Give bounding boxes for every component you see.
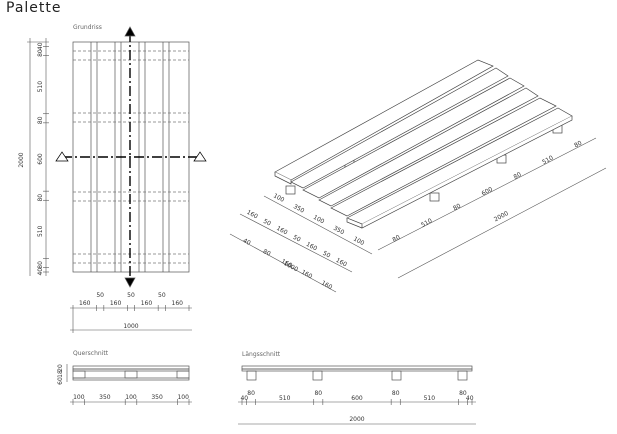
long-bottom-dim: 80	[459, 390, 467, 397]
iso-left-dim: 350	[292, 203, 306, 215]
long-section-label: Längsschnitt	[242, 351, 281, 358]
iso-left-dim2: 50	[321, 250, 331, 260]
iso-left-dim2: 160	[335, 257, 349, 269]
iso-left-dim3: 40	[242, 237, 252, 247]
plan-section-label: Grundriss	[73, 24, 102, 31]
iso-left-dim: 100	[352, 235, 366, 247]
plan-vertical-dim: 40	[37, 42, 44, 50]
plan-width-total: 1000	[123, 323, 138, 330]
long-bottom-dim: 80	[392, 390, 400, 397]
plan-horizontal-dim: 50	[127, 292, 135, 299]
plan-view	[55, 26, 207, 288]
iso-right-dim: 80	[452, 202, 462, 212]
cross-bottom-dim: 350	[99, 394, 111, 401]
cross-left-dim: 60	[57, 377, 64, 385]
iso-left-dimensions: 1000 10035010035010016050160501605016040…	[229, 192, 373, 293]
plan-horizontal-dim: 160	[141, 300, 153, 307]
iso-left-dim: 100	[272, 192, 286, 204]
plan-vertical-dim: 600	[37, 153, 44, 165]
long-bottom-dim: 40	[466, 395, 474, 402]
plan-vertical-dim: 510	[37, 225, 44, 237]
long-total: 2000	[349, 416, 364, 423]
plan-horizontal-dim: 50	[96, 292, 104, 299]
iso-left-dim3: 160	[320, 279, 334, 291]
iso-left-dim3: 160	[280, 258, 294, 270]
iso-left-dim: 100	[312, 214, 326, 226]
long-bottom-dim: 40	[240, 395, 248, 402]
plan-vertical-dim: 80	[37, 194, 44, 202]
long-bottom-dim: 80	[247, 390, 255, 397]
cross-bottom-dim: 100	[177, 394, 189, 401]
long-bottom-dim: 510	[424, 395, 436, 402]
plan-horizontal-dim: 50	[158, 292, 166, 299]
cross-section-label: Querschnitt	[73, 350, 109, 357]
plan-horizontal-dim: 160	[79, 300, 91, 307]
long-section	[241, 365, 473, 381]
iso-right-total: 2000	[493, 210, 510, 223]
long-bottom-dim: 80	[314, 390, 322, 397]
iso-left-dim: 350	[332, 225, 346, 237]
iso-right-dim: 80	[513, 171, 523, 181]
plan-vertical-dim: 40	[37, 268, 44, 276]
cross-bottom-dim: 350	[151, 394, 163, 401]
iso-right-dim: 510	[420, 217, 434, 229]
iso-left-dim2: 160	[305, 241, 319, 253]
iso-left-dim3: 160	[300, 269, 314, 281]
iso-right-dim: 80	[391, 234, 401, 244]
plan-horizontal-dimensions: 1000 160 50 160 50 160 50 160	[70, 292, 192, 333]
iso-right-dim: 80	[573, 140, 583, 150]
plan-vertical-dim: 80	[37, 261, 44, 269]
plan-horizontal-dim: 160	[172, 300, 184, 307]
iso-left-dim3: 80	[262, 248, 272, 258]
iso-right-dim: 510	[541, 154, 555, 166]
plan-vertical-dim: 510	[37, 81, 44, 93]
plan-vertical-dim: 80	[37, 49, 44, 57]
plan-horizontal-dim: 160	[110, 300, 122, 307]
iso-left-dim2: 160	[275, 225, 289, 237]
iso-left-dim2: 160	[245, 209, 259, 221]
cross-left-dim: 20	[57, 364, 64, 372]
iso-right-dim: 600	[481, 186, 495, 198]
cross-section	[72, 365, 190, 381]
long-bottom-dim: 510	[279, 395, 291, 402]
cross-left-dim: 18	[57, 370, 64, 378]
iso-left-dim2: 50	[262, 218, 272, 228]
isometric-view	[274, 59, 573, 229]
cross-bottom-dim: 100	[125, 394, 137, 401]
iso-left-dim2: 50	[292, 234, 302, 244]
cross-bottom-dim: 100	[73, 394, 85, 401]
long-bottom-dim: 600	[351, 395, 363, 402]
page-title: Palette	[6, 0, 62, 16]
plan-vertical-dim: 80	[37, 116, 44, 124]
plan-height-total: 2000	[18, 152, 25, 167]
